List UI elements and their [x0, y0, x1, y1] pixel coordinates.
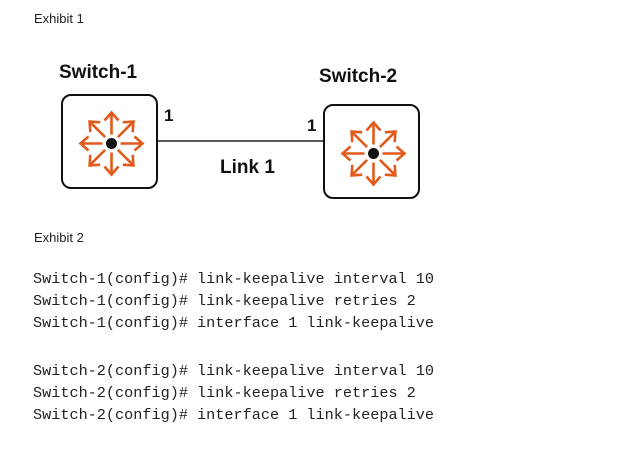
exhibit-2-label: Exhibit 2	[34, 230, 84, 245]
config-line: Switch-1(config)# link-keepalive interva…	[33, 270, 435, 288]
switch-2-port-label: 1	[307, 116, 317, 135]
switch-1-name: Switch-1	[59, 62, 138, 83]
switch-arrows-icon	[340, 120, 407, 187]
switch-2-name: Switch-2	[319, 66, 398, 87]
config-line: Switch-2(config)# interface 1 link-keepa…	[33, 406, 435, 424]
switch-2-config-block: Switch-2(config)# link-keepalive interva…	[33, 360, 434, 426]
switch-1-node	[61, 94, 158, 189]
link-1-label: Link 1	[220, 157, 275, 178]
switch-2-node	[323, 104, 420, 199]
config-line: Switch-1(config)# link-keepalive retries…	[33, 292, 416, 310]
switch-arrows-icon	[78, 110, 145, 177]
config-line: Switch-1(config)# interface 1 link-keepa…	[33, 314, 435, 332]
config-line: Switch-2(config)# link-keepalive interva…	[33, 362, 435, 380]
switch-1-config-block: Switch-1(config)# link-keepalive interva…	[33, 268, 434, 334]
switch-1-port-label: 1	[164, 106, 174, 125]
config-line: Switch-2(config)# link-keepalive retries…	[33, 384, 416, 402]
exhibit-1-label: Exhibit 1	[34, 11, 84, 26]
